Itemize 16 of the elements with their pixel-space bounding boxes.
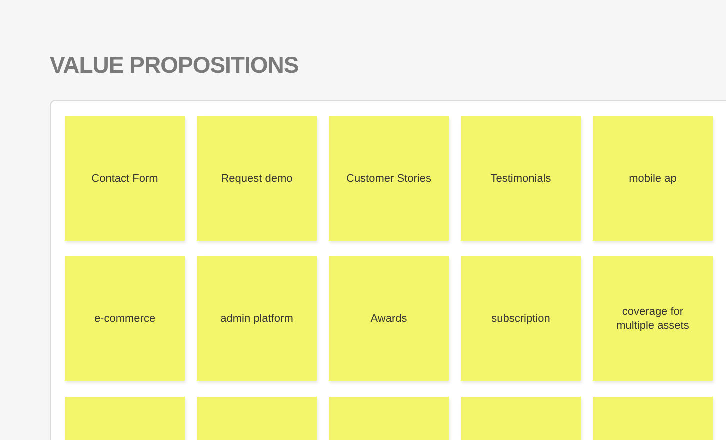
sticky-note: coverage for multiple assets (593, 256, 713, 381)
sticky-note: admin platform (197, 256, 317, 381)
sticky-note: Customer Stories (329, 116, 449, 241)
sticky-note: Contact Form (65, 116, 185, 241)
sticky-note: Testimonials (461, 116, 581, 241)
sticky-note: subscription (461, 256, 581, 381)
sticky-note (461, 397, 581, 440)
sticky-note (197, 397, 317, 440)
sticky-note (65, 397, 185, 440)
section-heading: VALUE PROPOSITIONS (50, 54, 299, 77)
sticky-note (593, 397, 713, 440)
sticky-note: e-commerce (65, 256, 185, 381)
sticky-note: Request demo (197, 116, 317, 241)
sticky-note: Awards (329, 256, 449, 381)
sticky-note: mobile ap (593, 116, 713, 241)
sticky-note (329, 397, 449, 440)
